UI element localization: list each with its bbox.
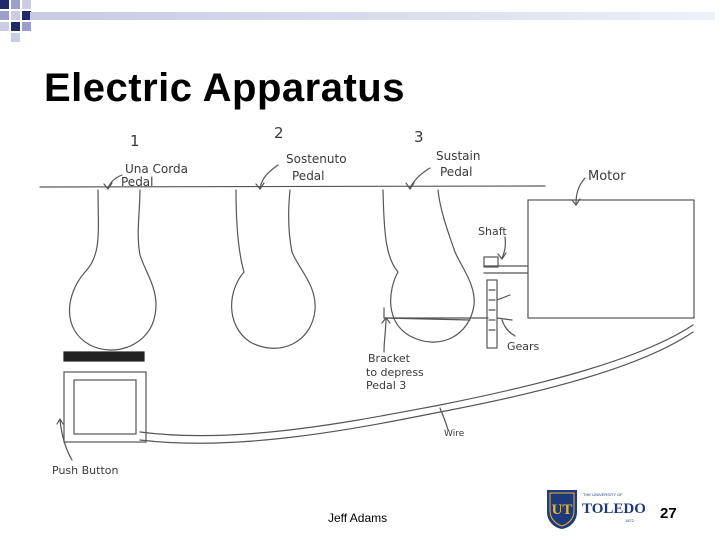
pedal-sostenuto bbox=[232, 190, 316, 348]
logo-badge-text: UT bbox=[552, 502, 573, 518]
label-sostenuto-pedal: Pedal bbox=[292, 169, 325, 183]
label-sustain: Sustain bbox=[436, 149, 480, 163]
university-logo: UT THE UNIVERSITY OF TOLEDO 1872 bbox=[545, 486, 645, 530]
label-una-corda-pedal: Pedal bbox=[121, 175, 154, 189]
label-shaft: Shaft bbox=[478, 225, 507, 238]
pedal-number-2: 2 bbox=[274, 124, 284, 142]
motor bbox=[528, 200, 694, 318]
footer-author: Jeff Adams bbox=[328, 511, 387, 525]
floor-line bbox=[40, 186, 545, 187]
label-sostenuto: Sostenuto bbox=[286, 152, 347, 166]
label-una-corda: Una Corda bbox=[125, 162, 188, 176]
pedal-number-1: 1 bbox=[130, 132, 140, 150]
label-bracket-pedal-3: Pedal 3 bbox=[366, 379, 406, 392]
label-push-button: Push Button bbox=[52, 464, 118, 477]
label-bracket: Bracket bbox=[368, 352, 411, 365]
label-bracket-to-depress: to depress bbox=[366, 366, 424, 379]
slide-number: 27 bbox=[660, 505, 677, 522]
wire bbox=[140, 325, 693, 436]
label-sustain-pedal: Pedal bbox=[440, 165, 473, 179]
logo-year: 1872 bbox=[625, 518, 635, 523]
label-motor: Motor bbox=[588, 169, 626, 184]
push-button-box bbox=[64, 372, 146, 442]
logo-name: TOLEDO bbox=[582, 501, 645, 517]
pedal-una-corda bbox=[69, 190, 156, 350]
pedal-number-3: 3 bbox=[414, 128, 424, 146]
push-button-cap bbox=[64, 352, 144, 361]
logo-top-text: THE UNIVERSITY OF bbox=[583, 492, 623, 497]
label-gears: Gears bbox=[507, 340, 540, 353]
label-wire: Wire bbox=[444, 429, 465, 439]
